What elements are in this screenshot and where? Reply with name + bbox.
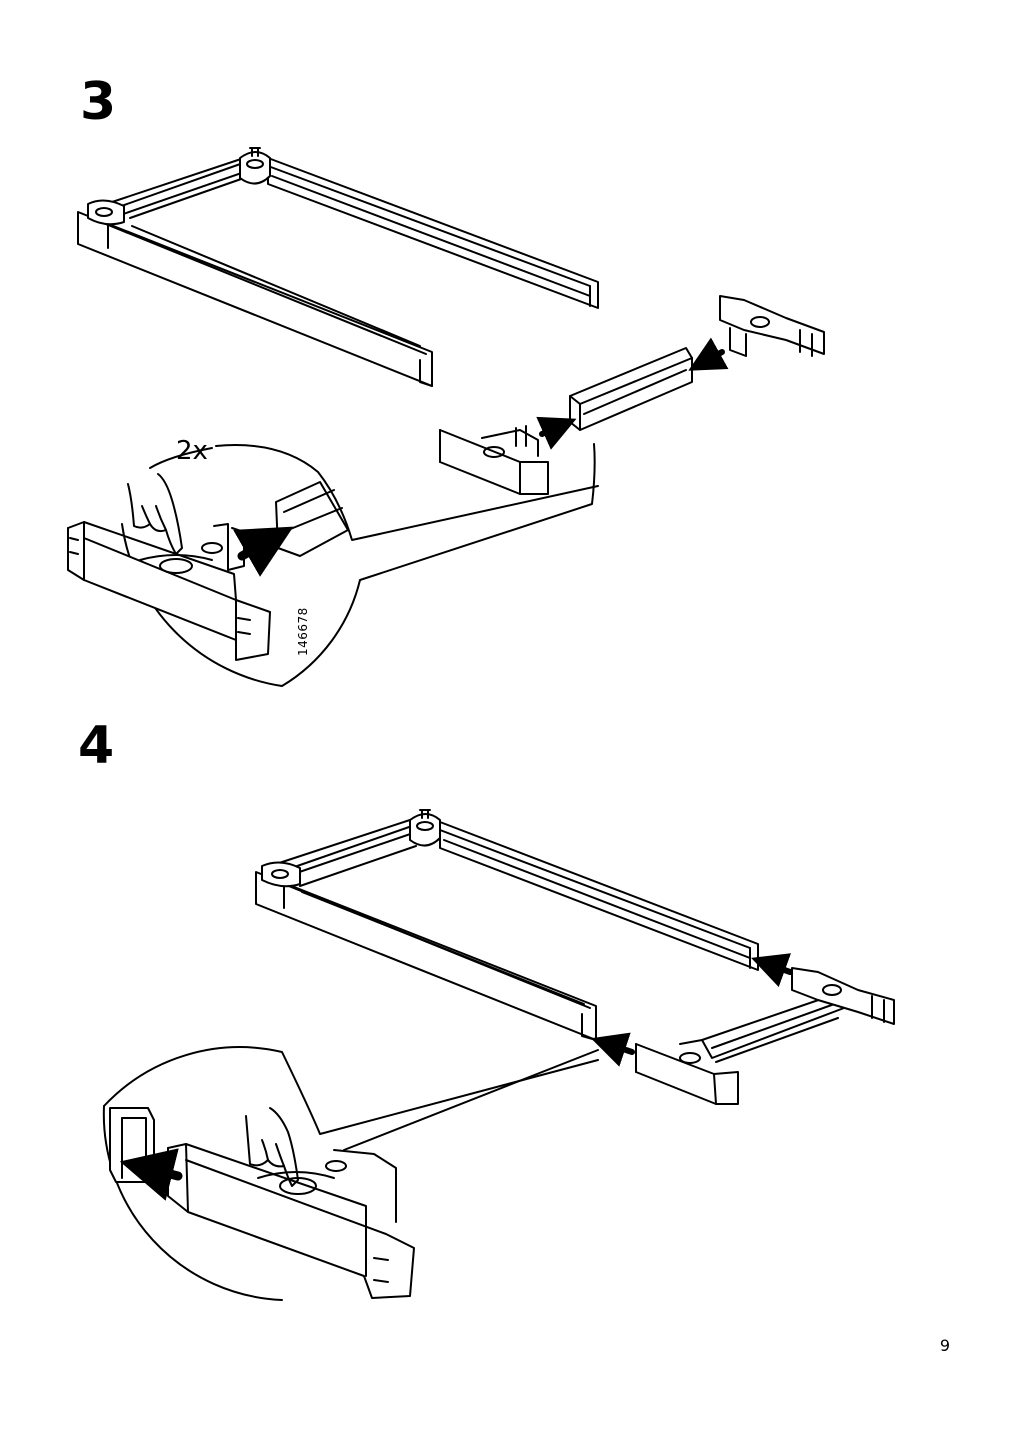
page-number: 9 [939,1336,950,1355]
step-4-magnifier [104,1047,598,1300]
step-3-number: 3 [80,72,117,132]
step-3-frame [78,148,598,386]
step-4-frame [256,810,758,1040]
quantity-label: 2x [176,436,208,466]
step-4-number: 4 [78,716,115,776]
step-3-parts [440,296,824,494]
step-4-end-assembly [590,953,894,1104]
step-3-magnifier [68,444,598,686]
